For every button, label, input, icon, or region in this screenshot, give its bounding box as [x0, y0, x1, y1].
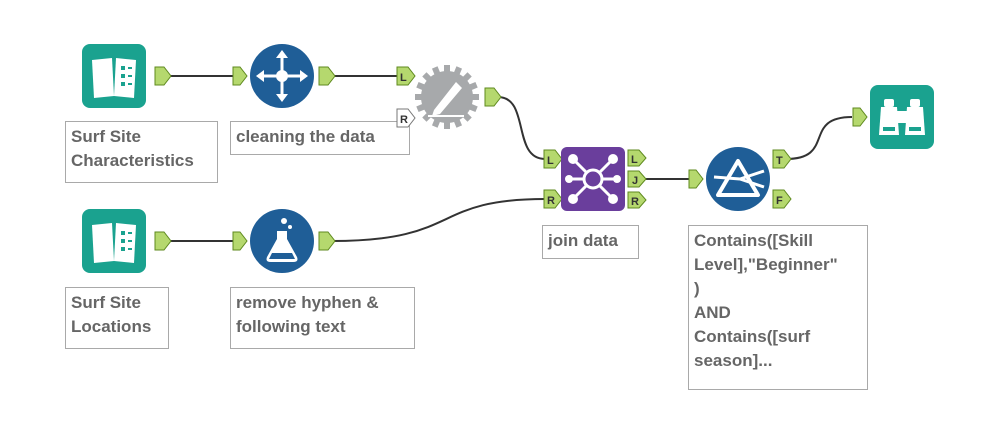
svg-text:T: T: [776, 155, 783, 167]
join-right-input-anchor[interactable]: R: [543, 189, 563, 209]
browse-tool[interactable]: [870, 85, 934, 149]
formula-input-anchor[interactable]: [232, 231, 248, 251]
input-data-tool-2[interactable]: [82, 209, 146, 273]
input1-annotation: Surf Site Characteristics: [65, 121, 218, 183]
select-tool[interactable]: [250, 44, 314, 108]
filter-true-output-anchor[interactable]: T: [772, 149, 792, 169]
input1-output-anchor[interactable]: [154, 66, 172, 86]
book-input-icon: [82, 209, 146, 273]
svg-text:R: R: [631, 196, 639, 208]
join-join-output-anchor[interactable]: J: [627, 170, 647, 188]
join-tool[interactable]: [561, 147, 625, 211]
network-join-icon: [561, 147, 625, 211]
input2-annotation: Surf Site Locations: [65, 287, 169, 349]
flask-icon: [250, 209, 314, 273]
multifield-output-anchor[interactable]: [484, 87, 502, 107]
svg-text:J: J: [632, 175, 638, 187]
multifield-right-input-anchor[interactable]: R: [396, 108, 416, 128]
triangle-filter-icon: [706, 147, 770, 211]
join-annotation: join data: [542, 225, 639, 259]
svg-text:L: L: [547, 155, 554, 167]
svg-text:F: F: [776, 195, 783, 207]
select-input-anchor[interactable]: [232, 66, 248, 86]
filter-false-output-anchor[interactable]: F: [772, 189, 792, 209]
multifield-left-input-anchor[interactable]: L: [396, 66, 416, 86]
multi-field-formula-tool[interactable]: [414, 64, 480, 130]
filter-annotation: Contains([Skill Level],"Beginner" ) AND …: [688, 225, 868, 390]
svg-text:R: R: [400, 114, 408, 126]
join-left-output-anchor[interactable]: L: [627, 149, 647, 167]
four-arrows-icon: [250, 44, 314, 108]
wire-filter-to-browse: [785, 116, 853, 160]
wire-multifield-to-join: [497, 96, 546, 160]
select-output-anchor[interactable]: [318, 66, 336, 86]
join-right-output-anchor[interactable]: R: [627, 191, 647, 209]
browse-input-anchor[interactable]: [852, 107, 868, 127]
svg-text:R: R: [547, 195, 555, 207]
binoculars-icon: [870, 85, 934, 149]
filter-input-anchor[interactable]: [688, 169, 704, 189]
select-annotation: cleaning the data: [230, 121, 410, 155]
wire-formula-to-join: [331, 198, 546, 242]
svg-text:L: L: [400, 72, 407, 84]
filter-tool[interactable]: [706, 147, 770, 211]
svg-text:L: L: [631, 154, 638, 166]
book-input-icon: [82, 44, 146, 108]
join-left-input-anchor[interactable]: L: [543, 149, 563, 169]
formula-tool[interactable]: [250, 209, 314, 273]
formula-annotation: remove hyphen & following text: [230, 287, 415, 349]
input-data-tool-1[interactable]: [82, 44, 146, 108]
formula-output-anchor[interactable]: [318, 231, 336, 251]
input2-output-anchor[interactable]: [154, 231, 172, 251]
pencil-gear-icon: [415, 65, 479, 129]
